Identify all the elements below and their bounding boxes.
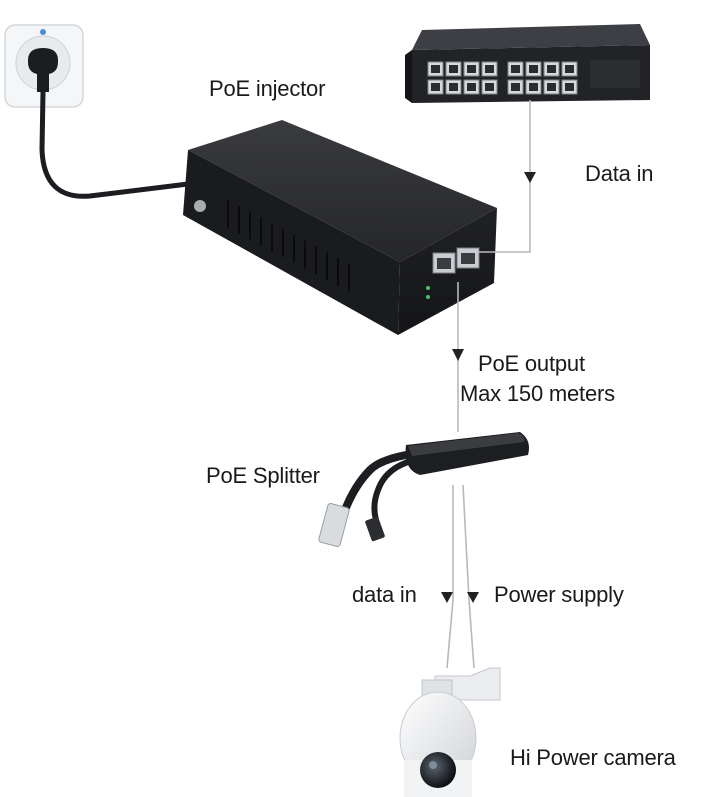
dome-camera-icon [399,667,501,797]
arrow-down-icon [452,349,464,361]
camera-label: Hi Power camera [510,745,676,770]
poe-splitter-icon [318,432,529,547]
poe-output-line1: PoE output [478,351,585,376]
poe-splitter-label: PoE Splitter [206,463,320,488]
switch-port-jack [529,65,538,73]
poe-injector-label: PoE injector [209,76,326,101]
arrow-down-icon [524,172,536,183]
arrow-icons [441,172,536,603]
switch-port-jack [431,65,440,73]
data-in-label: Data in [585,161,654,186]
switch-port-jack [431,83,440,91]
switch-port-jack [485,65,494,73]
switch-port-jack [511,65,520,73]
switch-port-jack [565,83,574,91]
arrow-down-icon [467,592,479,603]
switch-port-jack [547,83,556,91]
switch-port-jack [529,83,538,91]
switch-port-jack [449,83,458,91]
switch-port-jack [547,65,556,73]
switch-icon [405,24,650,103]
switch-port-jack [511,83,520,91]
power-supply-label: Power supply [494,582,624,607]
poe-output-line2: Max 150 meters [460,381,615,406]
power-socket-icon [4,24,84,108]
data-in-bottom-label: data in [352,582,417,607]
switch-port-jack [449,65,458,73]
arrow-down-icon [441,592,453,603]
switch-port-jack [565,65,574,73]
poe-injector-icon [183,120,497,335]
poe-output-label: PoE output Max 150 meters [460,349,615,409]
switch-port-jack [485,83,494,91]
switch-port-jack [467,65,476,73]
power-cable [39,89,191,199]
switch-port-jack [467,83,476,91]
